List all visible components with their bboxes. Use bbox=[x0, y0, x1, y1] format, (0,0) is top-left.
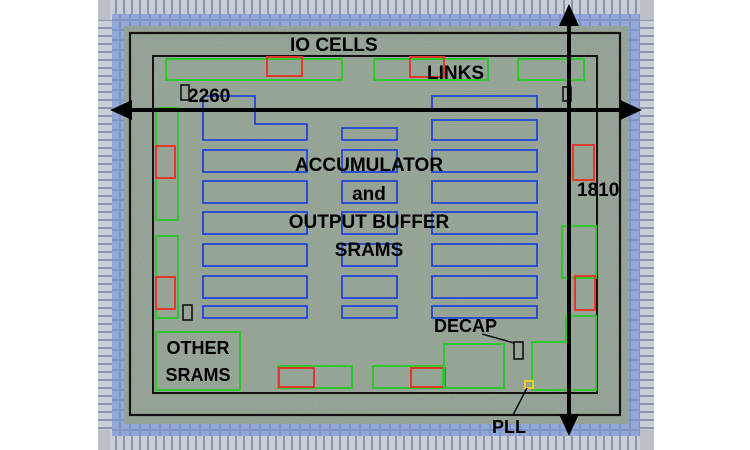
sram-block-left-1 bbox=[202, 95, 308, 141]
link-top-1 bbox=[165, 58, 343, 81]
link-top-3 bbox=[517, 58, 585, 81]
srams-label: SRAMS bbox=[334, 240, 404, 261]
width-dimension-label: 2260 bbox=[188, 86, 231, 107]
sram-block-right-4 bbox=[431, 180, 538, 204]
output-buffer-label: OUTPUT BUFFER bbox=[288, 212, 450, 233]
pll-label: PLL bbox=[492, 417, 526, 437]
accumulator-label: ACCUMULATOR bbox=[294, 155, 444, 176]
height-dimension-label: 1810 bbox=[577, 180, 620, 201]
sram-block-right-5 bbox=[431, 211, 538, 235]
io-highlight-right-2 bbox=[574, 275, 596, 311]
sram-block-mid-7 bbox=[341, 305, 398, 319]
links-label: LINKS bbox=[427, 63, 484, 84]
sram-block-mid-5 bbox=[341, 243, 398, 267]
link-top-2 bbox=[373, 58, 489, 81]
sram-block-left-3 bbox=[202, 180, 308, 204]
and-label: and bbox=[352, 184, 386, 205]
sram-block-mid-3 bbox=[341, 180, 398, 204]
io-cell-outline bbox=[128, 31, 622, 417]
io-highlight-left-1 bbox=[155, 145, 176, 179]
io-highlight-left-2 bbox=[155, 276, 176, 310]
io-highlight-right-1 bbox=[572, 144, 595, 181]
link-right-1 bbox=[561, 225, 597, 279]
sram-block-right-2 bbox=[431, 119, 538, 141]
sram-block-mid-2 bbox=[341, 149, 398, 173]
sram-block-left-5 bbox=[202, 243, 308, 267]
other-srams-label: SRAMS bbox=[165, 365, 231, 385]
sram-block-left-7 bbox=[202, 305, 308, 319]
io-highlight-bottom-1 bbox=[278, 367, 315, 388]
sram-array bbox=[202, 95, 538, 319]
sram-block-right-6 bbox=[431, 243, 538, 267]
marker-top-left bbox=[180, 84, 190, 101]
marker-bottom-left bbox=[182, 304, 193, 321]
link-right-2 bbox=[531, 315, 597, 391]
sram-block-right-7 bbox=[431, 275, 538, 299]
io-highlight-top-1 bbox=[266, 56, 303, 77]
io-highlight-top-2 bbox=[409, 56, 445, 78]
decap-label: DECAP bbox=[434, 316, 498, 336]
width-dimension-arrow bbox=[110, 100, 642, 120]
pll-leader bbox=[512, 387, 528, 416]
io-cells-label: IO CELLS bbox=[290, 35, 378, 56]
other-srams-block bbox=[155, 331, 241, 391]
sram-block-left-2 bbox=[202, 149, 308, 173]
sram-block-left-4 bbox=[202, 211, 308, 235]
sram-block-right-8 bbox=[431, 305, 538, 319]
decap-cell bbox=[513, 341, 524, 360]
sram-block-mid-6 bbox=[341, 275, 398, 299]
sram-block-mid-4 bbox=[341, 211, 398, 235]
pll-cell bbox=[524, 380, 534, 389]
sram-block-right-3 bbox=[431, 149, 538, 173]
other-label: OTHER bbox=[166, 338, 230, 358]
sram-block-left-6 bbox=[202, 275, 308, 299]
link-bottom-3 bbox=[443, 343, 505, 389]
core-outline bbox=[152, 55, 598, 394]
sram-block-mid-1 bbox=[341, 127, 398, 141]
decap-leader bbox=[481, 333, 515, 344]
height-dimension-arrow bbox=[559, 4, 579, 436]
